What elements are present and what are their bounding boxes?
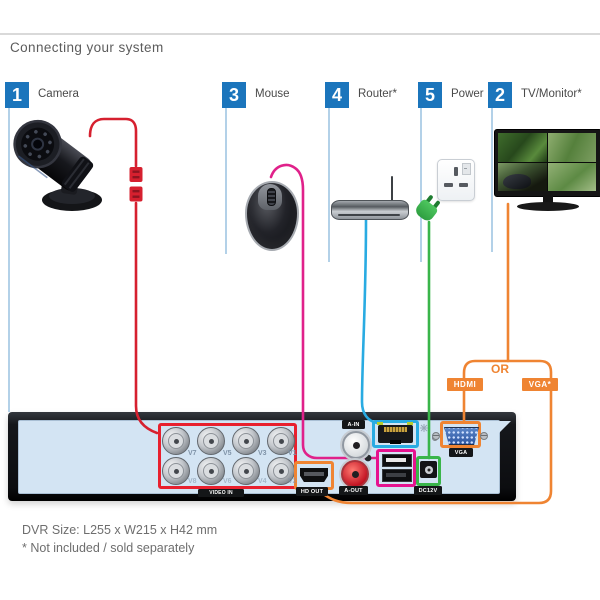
hdmi-port (300, 468, 328, 482)
camera-cable (88, 117, 159, 435)
bnc-port-v6 (197, 457, 225, 485)
bnc-label: V5 (223, 450, 232, 457)
camera-mount (61, 173, 79, 195)
not-included-note: * Not included / sold separately (22, 541, 195, 555)
dc-power-jack (420, 461, 437, 478)
bnc-port-v4 (232, 457, 260, 485)
camera-ir-leds (23, 130, 52, 159)
step-badge-mouse: 3 (222, 82, 246, 108)
bnc-port-v8 (162, 457, 190, 485)
cctv-feed-1 (498, 133, 547, 162)
socket-neutral-slot (459, 183, 468, 187)
ethernet-led (377, 422, 383, 425)
step-badge-camera: 1 (5, 82, 29, 108)
usb-tongue (386, 458, 406, 462)
monitor-screen-quad-view (498, 133, 596, 191)
a-out-label: A-OUT (339, 486, 368, 495)
video-in-label: VIDEO IN (198, 489, 244, 497)
bnc-connector-block-2 (129, 186, 143, 202)
step-label-camera: Camera (38, 88, 79, 100)
page-title: Connecting your system (10, 40, 164, 55)
bnc-label: V4 (258, 478, 267, 485)
bnc-inline-connectors (129, 167, 143, 202)
vga-screw (432, 432, 440, 440)
camera-hood (13, 119, 62, 169)
bnc-label: V6 (223, 478, 232, 485)
audio-out-rca (341, 460, 369, 488)
socket-switch (462, 163, 471, 175)
socket-live-slot (444, 183, 453, 187)
router-antenna (391, 176, 393, 202)
usb-port-top (382, 454, 412, 467)
camera-base-top (49, 188, 95, 204)
step-badge-power: 5 (418, 82, 442, 108)
hd-out-label: HD OUT (296, 487, 328, 496)
vga-screw (480, 432, 488, 440)
bnc-port-v3 (232, 427, 260, 455)
monitor-stand-base (517, 202, 579, 211)
step-badge-monitor: 2 (488, 82, 512, 108)
step-label-router: Router* (358, 88, 397, 100)
monitor-stand-neck (543, 195, 553, 204)
bnc-label: V8 (188, 478, 197, 485)
a-in-label: A-IN (342, 420, 365, 429)
router-cable (360, 217, 379, 425)
camera-base (42, 189, 102, 211)
bnc-label: V3 (258, 450, 267, 457)
bnc-port-v7 (162, 427, 190, 455)
hdmi-branch-label: HDMI (447, 378, 483, 391)
vga-port (444, 427, 479, 445)
cctv-feed-3 (498, 162, 547, 191)
dvr-bevel (498, 421, 511, 434)
dc12v-label: DC12V (414, 486, 442, 495)
mouse-scroll-wheel (267, 188, 276, 206)
usb-tongue (386, 473, 406, 477)
cctv-feed-4 (547, 162, 596, 191)
bnc-connector-block-1 (129, 167, 143, 182)
step-label-mouse: Mouse (255, 88, 290, 100)
audio-in-rca (342, 431, 370, 459)
usb-port-bottom (382, 469, 412, 482)
ethernet-port (378, 425, 413, 444)
power-socket (437, 159, 475, 201)
header-divider (0, 33, 600, 35)
bnc-label: V2 (288, 478, 297, 485)
bnc-port-v5 (197, 427, 225, 455)
bnc-port-v2 (267, 457, 295, 485)
camera-cable-lower (134, 201, 159, 435)
or-label: OR (491, 362, 509, 376)
step-label-monitor: TV/Monitor* (521, 88, 582, 100)
camera-cable-upper (88, 117, 138, 168)
dvr-size-note: DVR Size: L255 x W215 x H42 mm (22, 523, 218, 537)
router-illustration (331, 200, 409, 220)
vga-label: VGA (449, 448, 473, 457)
vga-branch-label: VGA* (522, 378, 558, 391)
cctv-feed-2 (547, 133, 596, 162)
ethernet-led (407, 422, 413, 425)
step-label-power: Power (451, 88, 484, 100)
camera-lens (31, 137, 45, 151)
bnc-label: V1 (288, 450, 297, 457)
camera-illustration (13, 119, 102, 211)
socket-earth-slot (454, 167, 458, 176)
car-in-feed (503, 173, 531, 189)
bnc-block-slots (132, 170, 140, 198)
camera-barrel (13, 119, 94, 192)
leader-lines (8, 108, 493, 412)
step-badge-router: 4 (325, 82, 349, 108)
camera-face (21, 127, 55, 161)
bnc-label: V7 (188, 450, 197, 457)
